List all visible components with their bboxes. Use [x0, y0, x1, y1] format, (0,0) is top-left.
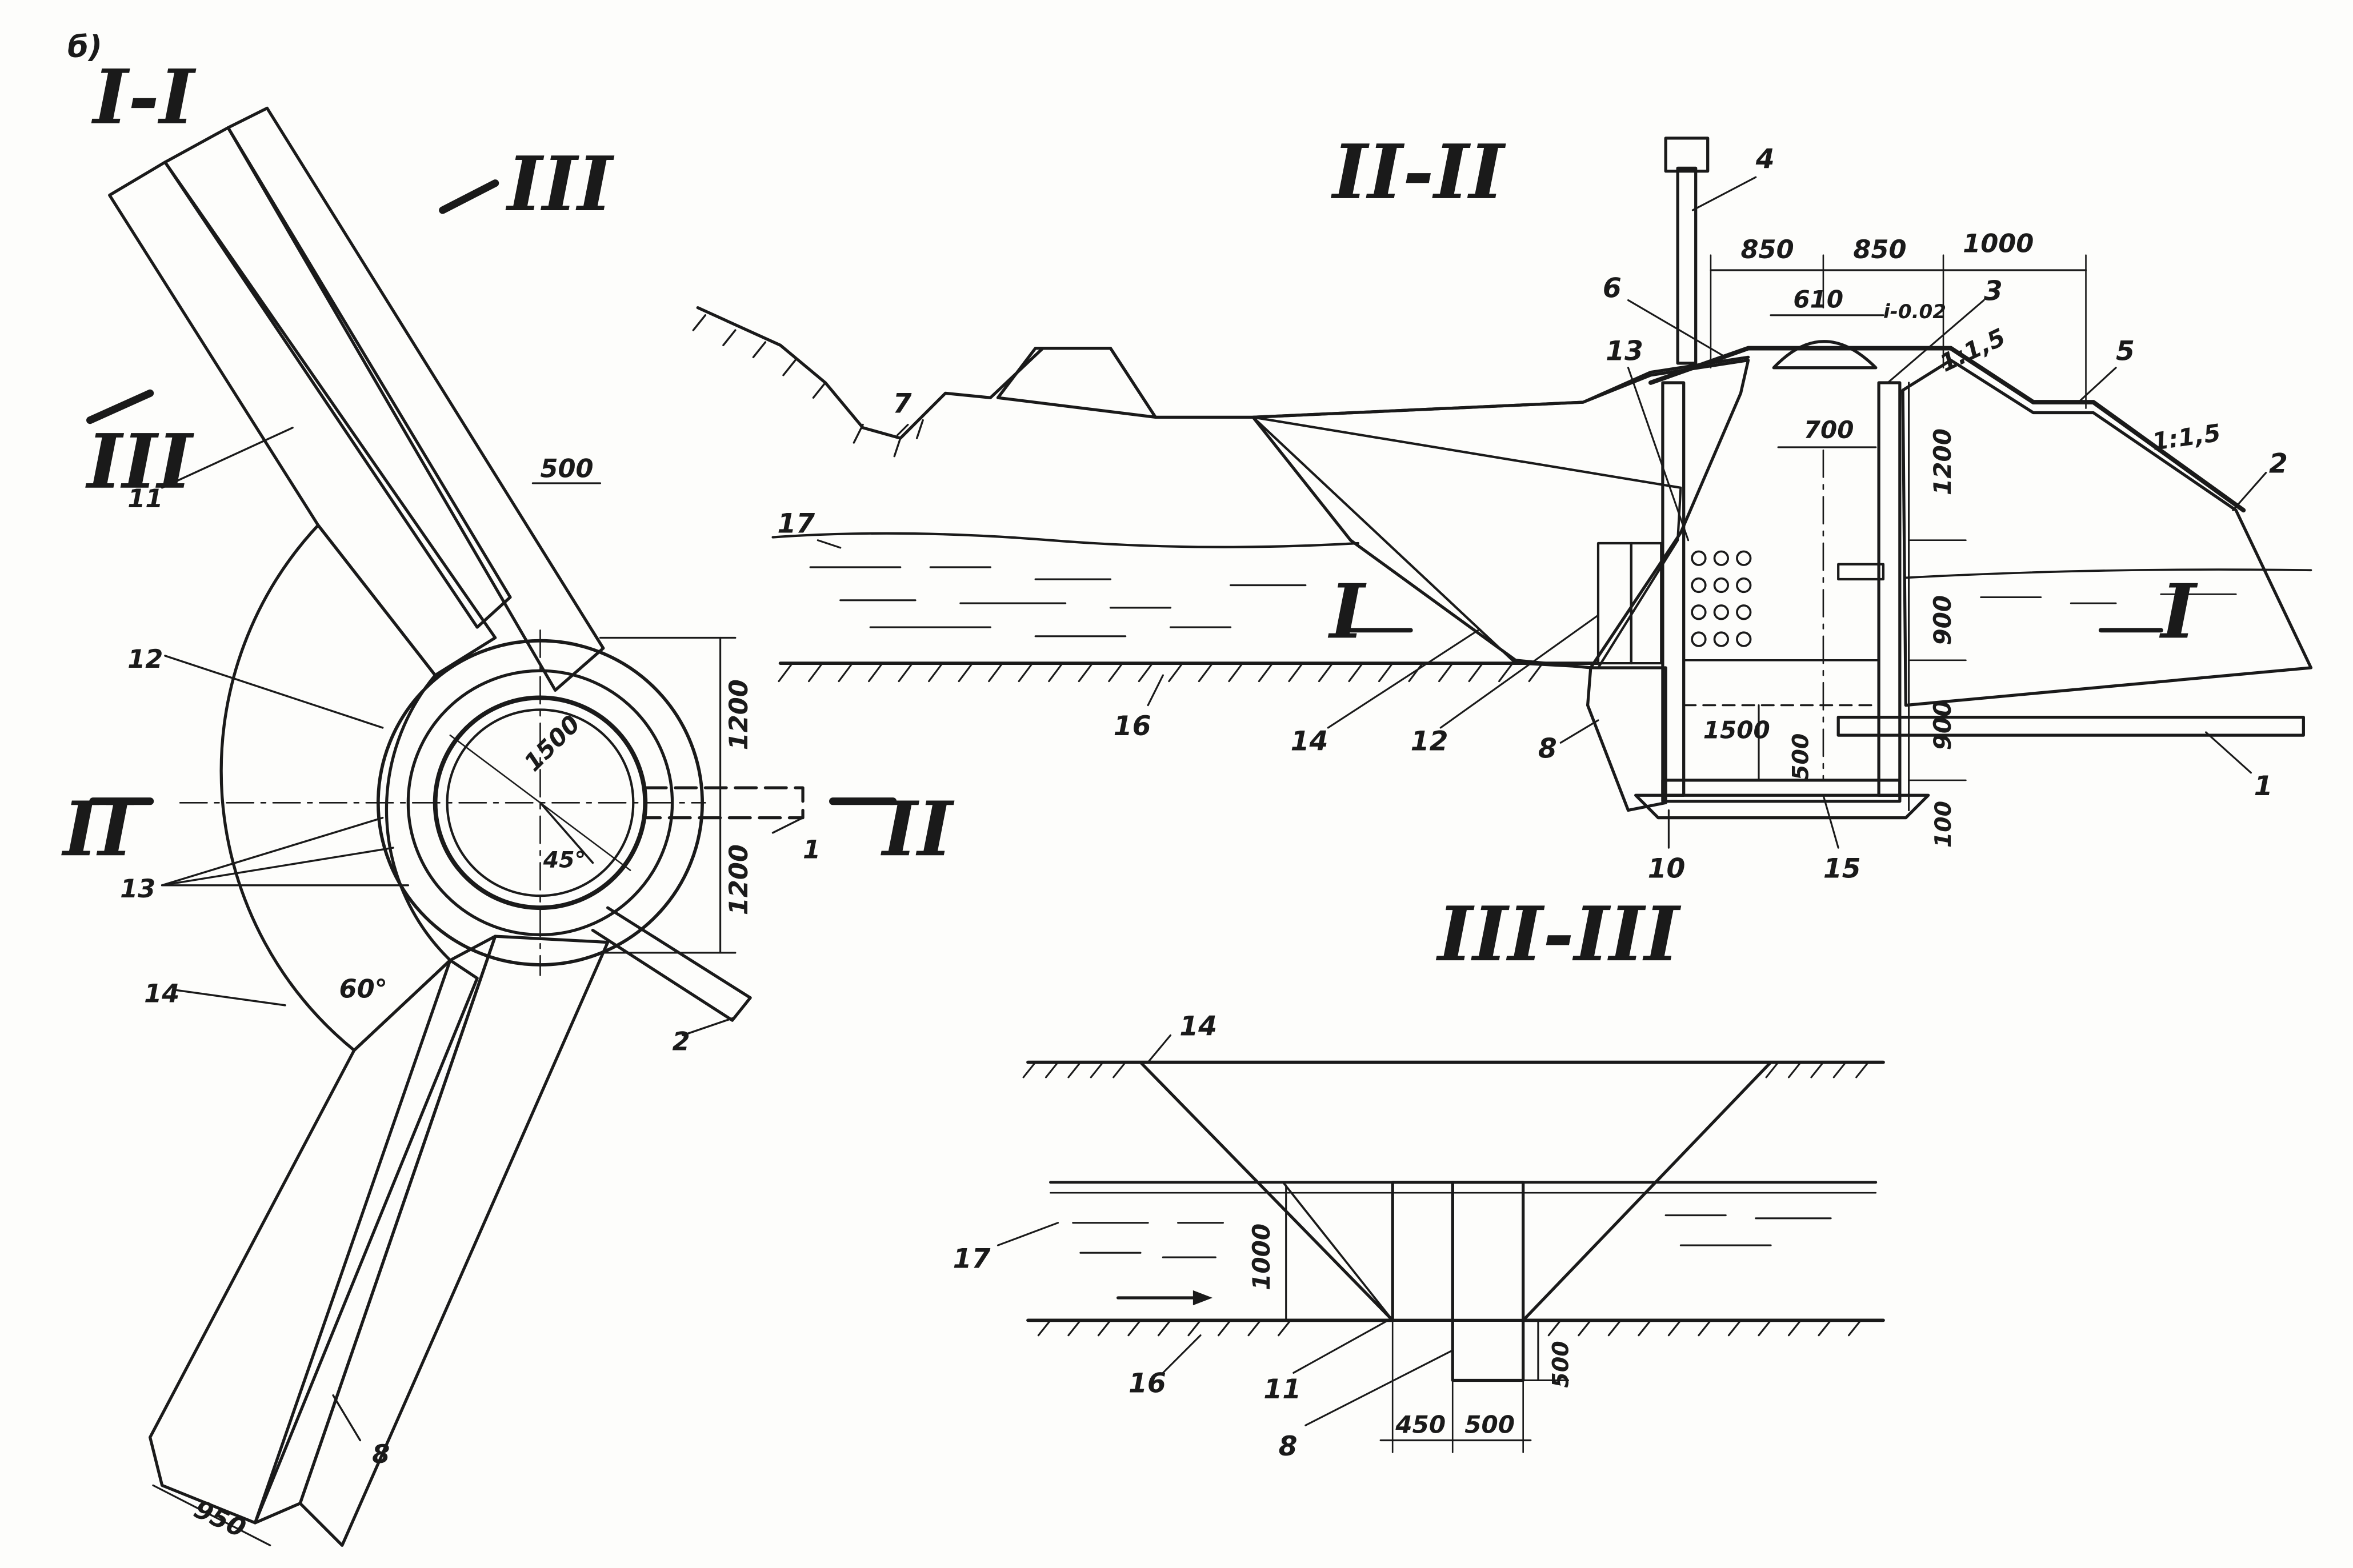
s2-callout-8: 8: [1538, 733, 1557, 765]
trench-sand-fill: [1251, 416, 1682, 669]
s2-callout-10: 10: [1648, 853, 1686, 885]
s2-slope-b: 1:1,5: [2150, 419, 2222, 456]
plan-callout-12: 12: [127, 644, 163, 674]
plan-dim-1200-upper: 1200: [724, 679, 754, 750]
section-marker-iii-a: III: [505, 140, 615, 228]
section-marker-ii-b: II: [880, 785, 954, 873]
well-base-slab: [1634, 793, 1930, 820]
s2-callout-2: 2: [2269, 448, 2288, 480]
s2-dim-1500: 1500: [1703, 716, 1770, 744]
s2-callout-16: 16: [1114, 711, 1151, 742]
s2-callout-7: 7: [893, 388, 912, 419]
section-title-iii-iii: III-III: [1435, 890, 1682, 978]
section-iii-iii: [997, 1034, 1885, 1453]
well-perforations: [1691, 550, 1752, 647]
section-marker-ii-a: II: [61, 785, 135, 873]
plan-sand-lower-arm: [149, 959, 479, 1525]
s3-dim-1000: 1000: [1247, 1224, 1275, 1290]
stone-apron: [1586, 666, 1667, 812]
ground-surface-left: [696, 306, 1750, 440]
plan-pipe-1: [643, 786, 805, 820]
section-marker-iii-b: III: [85, 418, 194, 506]
figure-label: б): [67, 30, 102, 65]
plan-callout-13: 13: [120, 874, 155, 904]
filter-sand-block: [1596, 542, 1632, 665]
s3-callout-17: 17: [953, 1243, 991, 1274]
well-bottom: [1661, 779, 1902, 803]
plan-gravel-upper: [163, 126, 512, 629]
s3-callout-16: 16: [1129, 1368, 1166, 1399]
plan-stone-lower: [298, 935, 610, 1547]
vent-pipe: [1676, 166, 1698, 365]
plan-callout-11: 11: [127, 484, 163, 514]
outlet-pipe-1: [1836, 716, 2305, 737]
s2-dim-700: 700: [1804, 416, 1854, 444]
vent-pipe-cap: [1664, 137, 1710, 173]
plan-dim-500: 500: [540, 454, 593, 483]
plan-sand-half-disc: [219, 523, 452, 1052]
plan-callout-2: 2: [673, 1027, 690, 1057]
s3-dim-500-horizontal: 500: [1464, 1410, 1515, 1438]
s2-callout-6: 6: [1603, 272, 1622, 304]
s3-dim-450: 450: [1395, 1410, 1446, 1438]
s2-dim-100: 100: [1930, 801, 1956, 848]
s2-callout-13: 13: [1606, 336, 1643, 367]
plan-stone-upper: [226, 106, 605, 692]
s2-dim-900-b: 900: [1928, 700, 1956, 751]
s2-callout-4: 4: [1755, 143, 1775, 175]
plan-sand-upper-arm: [108, 161, 497, 677]
plan-dim-1200-lower: 1200: [724, 844, 754, 915]
section-title-ii-ii: II-II: [1330, 128, 1506, 216]
s3-backfill: [1139, 1061, 1772, 1322]
section-title-i-i: I-I: [91, 53, 197, 141]
s3-sand-left: [1282, 1181, 1394, 1322]
plan-callout-14: 14: [144, 979, 179, 1009]
s3-stone-column: [1451, 1181, 1525, 1382]
s2-dim-850-b: 850: [1853, 235, 1906, 264]
section-marker-i-left: I: [1327, 567, 1367, 655]
plan-angle-45: 45°: [543, 847, 586, 873]
s3-dim-500-vertical: 500: [1547, 1341, 1574, 1387]
s2-callout-17: 17: [777, 508, 815, 540]
s3-callout-11: 11: [1263, 1374, 1301, 1405]
plan-view-i-i: [86, 106, 897, 1547]
well-hatch-dome: [1772, 340, 1878, 370]
s2-callout-15: 15: [1823, 853, 1861, 885]
s2-slope-i: i-0.02: [1883, 300, 1946, 323]
plan-pipe-2: [591, 906, 752, 1022]
s2-dim-500: 500: [1788, 733, 1814, 780]
spoil-heap: [996, 346, 1157, 419]
s2-dim-1000: 1000: [1963, 228, 2034, 258]
section-ii-ii: [692, 137, 2313, 849]
section-marker-i-right: I: [2159, 567, 2198, 655]
s2-callout-14: 14: [1291, 725, 1328, 757]
s2-dim-1200: 1200: [1928, 428, 1956, 495]
s2-callout-12: 12: [1411, 725, 1448, 757]
well-cover-slab: [1648, 346, 2246, 513]
s3-callout-14: 14: [1179, 1010, 1217, 1042]
s2-callout-3: 3: [1984, 276, 2003, 307]
plan-callout-8: 8: [372, 1439, 390, 1469]
plan-callout-1: 1: [803, 835, 821, 865]
filter-gravel-block: [1630, 542, 1663, 665]
s3-gravel-column: [1391, 1181, 1454, 1322]
s2-dim-900-a: 900: [1928, 595, 1956, 645]
well-wall-right: [1877, 381, 1902, 797]
trench-backfill: [1251, 358, 1750, 669]
s3-callout-8: 8: [1279, 1431, 1298, 1462]
plan-dim-950: 950: [190, 1494, 250, 1543]
plan-dim-1500: 1500: [518, 710, 585, 777]
water-body: [771, 532, 1359, 637]
plan-angle-60: 60°: [339, 975, 387, 1004]
s2-dim-850-a: 850: [1740, 235, 1794, 264]
s2-callout-1: 1: [2254, 771, 2273, 802]
s2-dim-610: 610: [1793, 286, 1843, 314]
drain-pipe-2: [1837, 563, 1885, 581]
s2-callout-5: 5: [2116, 336, 2135, 367]
right-backfill: [1901, 358, 2313, 707]
